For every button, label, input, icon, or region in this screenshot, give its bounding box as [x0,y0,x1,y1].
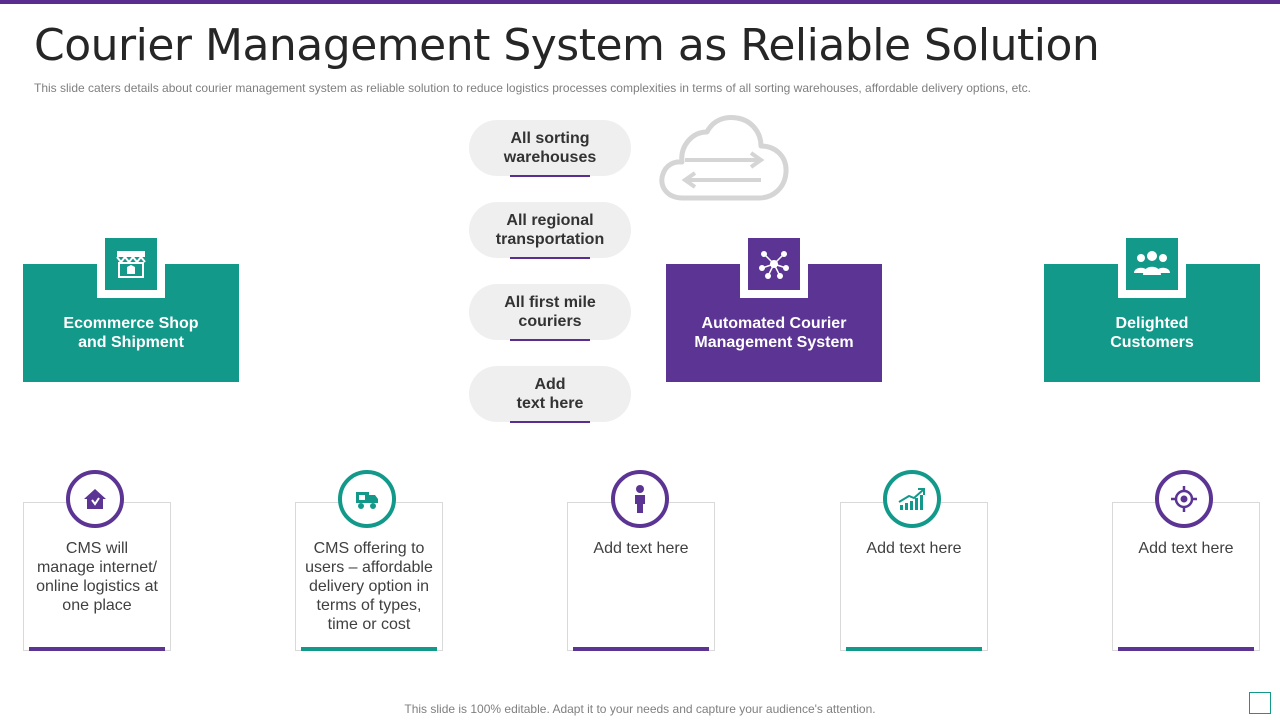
box-label: Delighted Customers [1110,315,1194,351]
pill-label: All first mile couriers [504,294,596,330]
group-icon [1126,238,1178,290]
cloud-sync-icon [659,115,789,201]
person-icon [611,470,669,528]
box-icon-frame [740,234,808,298]
card-bottom-bar [301,647,437,651]
card-cms-online-logistics: CMS will manage internet/ online logisti… [23,502,171,651]
card-bottom-bar [1118,647,1254,651]
box-label: Ecommerce Shop and Shipment [63,315,199,351]
pill-underline [510,421,590,423]
card-text: CMS will manage internet/ online logisti… [36,540,158,614]
pill-underline [510,257,590,259]
card-text: Add text here [1138,540,1234,557]
slide-subtitle: This slide caters details about courier … [34,81,1031,95]
card-bottom-bar [573,647,709,651]
pill-label: All sorting warehouses [503,130,597,166]
home-icon [66,470,124,528]
card-bottom-bar [846,647,982,651]
card-text: Add text here [866,540,962,557]
pill-label: All regional transportation [495,212,605,248]
box-ecommerce-shop: Ecommerce Shop and Shipment [23,234,239,382]
pill-regional-transportation: All regional transportation [469,202,631,259]
box-label: Automated Courier Management System [694,315,854,351]
slide-footer: This slide is 100% editable. Adapt it to… [404,702,876,716]
box-icon-frame [1118,234,1186,298]
growth-chart-icon [883,470,941,528]
network-icon [748,238,800,290]
slide-title: Courier Management System as Reliable So… [34,20,1100,71]
top-accent-bar [0,0,1280,4]
target-icon [1155,470,1213,528]
pill-add-text: Add text here [469,366,631,423]
delivery-truck-icon [338,470,396,528]
box-automated-cms: Automated Courier Management System [666,234,882,382]
shop-icon [105,238,157,290]
corner-marker [1249,692,1271,714]
card-text: Add text here [593,540,689,557]
box-delighted-customers: Delighted Customers [1044,234,1260,382]
pill-underline [510,339,590,341]
pill-sorting-warehouses: All sorting warehouses [469,120,631,177]
pill-underline [510,175,590,177]
card-text: CMS offering to users – affordable deliv… [305,540,433,633]
pill-label: Add text here [516,376,584,412]
card-bottom-bar [29,647,165,651]
pill-first-mile-couriers: All first mile couriers [469,284,631,341]
box-icon-frame [97,234,165,298]
